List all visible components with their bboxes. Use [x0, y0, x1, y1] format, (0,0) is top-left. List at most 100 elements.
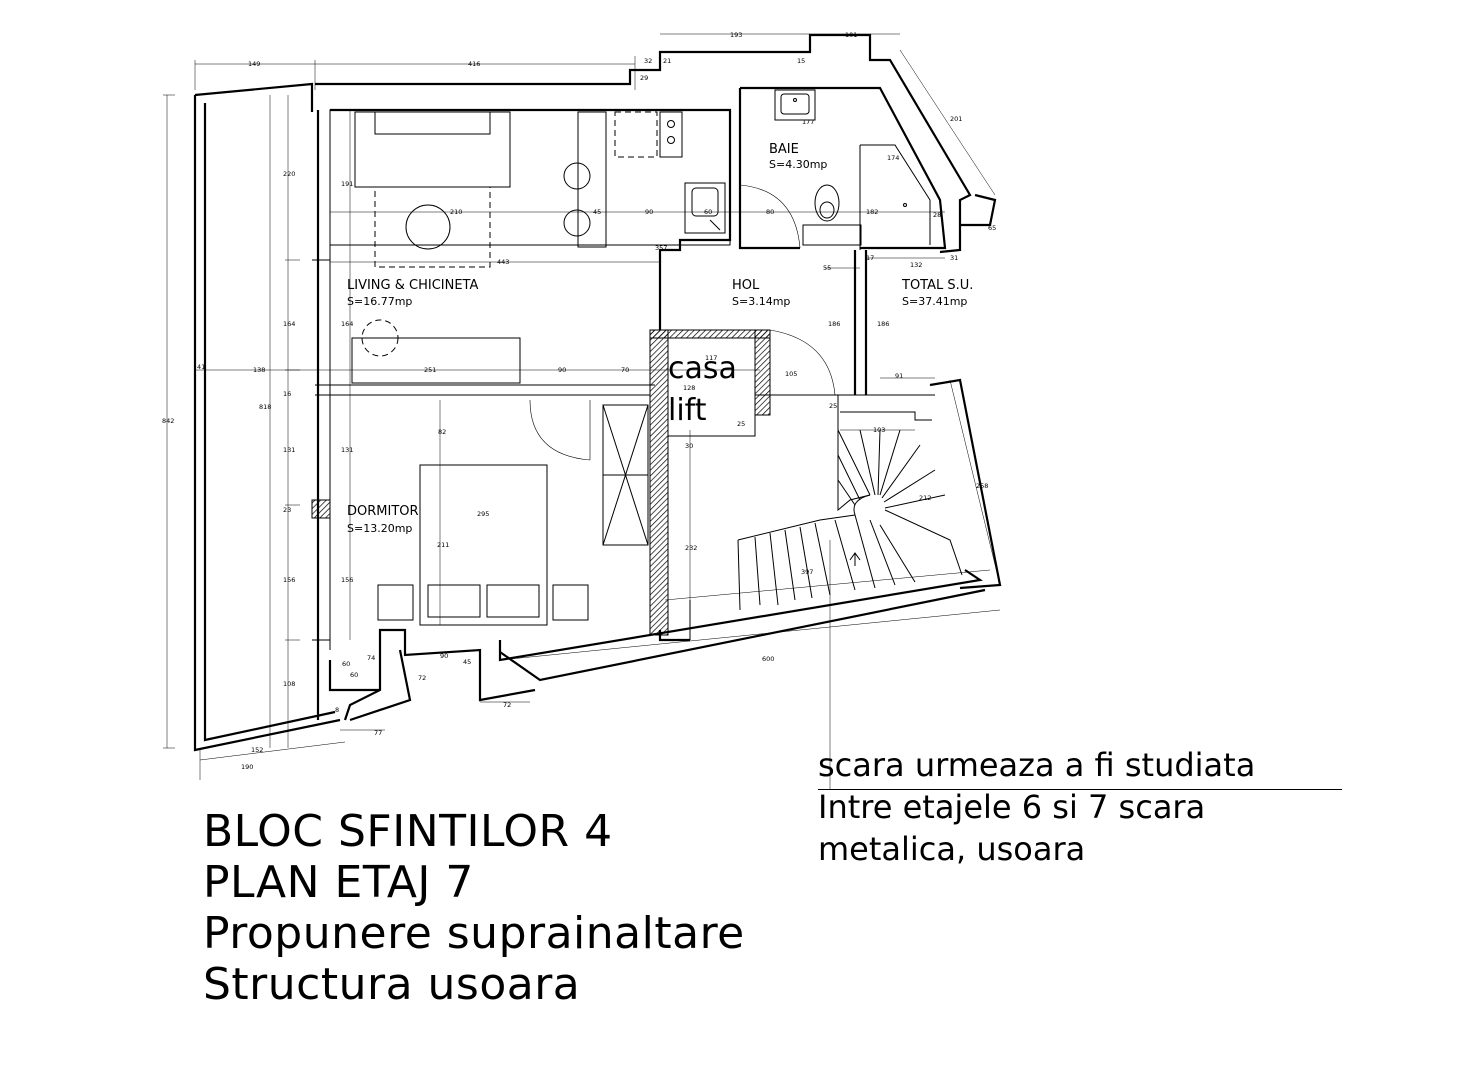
dim-25b: 25	[829, 402, 837, 410]
dim-90a: 90	[645, 208, 653, 216]
dim-77: 77	[374, 729, 382, 737]
dimension-lines	[163, 33, 1001, 790]
title-line-2: PLAN ETAJ 7	[203, 857, 474, 908]
dim-25a: 25	[737, 420, 745, 428]
dim-128: 128	[683, 384, 695, 392]
doors	[529, 184, 836, 461]
title-block: BLOC SFINTILOR 4 PLAN ETAJ 7 Propunere s…	[203, 806, 745, 1010]
dim-72b: 72	[503, 701, 511, 709]
dim-101: 101	[845, 31, 857, 39]
dim-91: 91	[895, 372, 903, 380]
note-line-1: scara urmeaza a fi studiata	[818, 746, 1256, 784]
dim-55: 55	[823, 264, 831, 272]
exterior-walls	[193, 33, 1002, 752]
dim-152: 152	[251, 746, 263, 754]
elevator-shaft	[311, 259, 771, 641]
dim-30: 30	[685, 442, 693, 450]
note-line-3: metalica, usoara	[818, 830, 1086, 868]
dim-182: 182	[866, 208, 878, 216]
dim-443: 443	[497, 258, 509, 266]
dim-15: 15	[797, 57, 805, 65]
dim-190: 190	[241, 763, 253, 771]
dim-818: 818	[259, 403, 271, 411]
dim-138: 138	[253, 366, 265, 374]
dim-174: 174	[887, 154, 899, 162]
dim-397: 397	[801, 568, 813, 576]
note-line-2: Intre etajele 6 si 7 scara	[818, 788, 1206, 826]
dim-72a: 72	[418, 674, 426, 682]
dim-186b: 186	[877, 320, 889, 328]
room-name-dormitor: DORMITOR	[347, 504, 419, 519]
dim-131b: 131	[341, 446, 353, 454]
stair-note: scara urmeaza a fi studiata Intre etajel…	[818, 744, 1255, 870]
room-labels: LIVING & CHICINETA S=16.77mp BAIE S=4.30…	[347, 142, 973, 535]
dim-295: 295	[477, 510, 489, 518]
dim-149: 149	[248, 60, 260, 68]
dim-80: 80	[766, 208, 774, 216]
dim-186a: 186	[828, 320, 840, 328]
dim-60a: 60	[704, 208, 712, 216]
dim-842: 842	[162, 417, 174, 425]
dim-32: 32	[644, 57, 652, 65]
title-line-1: BLOC SFINTILOR 4	[203, 806, 613, 857]
staircase	[737, 395, 963, 611]
dim-357: 357	[655, 244, 667, 252]
dim-164a: 164	[283, 320, 295, 328]
dim-211: 211	[437, 541, 449, 549]
dim-600: 600	[762, 655, 774, 663]
dim-65: 65	[988, 224, 996, 232]
dim-251: 251	[424, 366, 436, 374]
dim-191: 191	[341, 180, 353, 188]
dim-164b: 164	[341, 320, 353, 328]
room-name-hol: HOL	[732, 278, 760, 293]
dim-156b: 156	[341, 576, 353, 584]
dim-31: 31	[950, 254, 958, 262]
dim-132: 132	[910, 261, 922, 269]
dim-105: 105	[785, 370, 797, 378]
room-name-baie: BAIE	[769, 142, 799, 157]
dim-45b: 45	[463, 658, 471, 666]
dim-90b: 90	[558, 366, 566, 374]
dim-41: 41	[197, 363, 205, 371]
dim-90c: 90	[440, 652, 448, 660]
dim-70: 70	[621, 366, 629, 374]
dim-82: 82	[438, 428, 446, 436]
title-line-4: Structura usoara	[203, 959, 581, 1010]
dim-60c: 60	[350, 671, 358, 679]
title-line-3: Propunere suprainaltare	[203, 908, 745, 959]
dim-60b: 60	[342, 660, 350, 668]
room-area-living: S=16.77mp	[347, 295, 412, 308]
living-furniture	[351, 111, 726, 384]
dim-28: 28	[933, 211, 941, 219]
dim-103: 103	[873, 426, 885, 434]
interior-walls	[315, 86, 947, 720]
bedroom-furniture	[377, 404, 649, 626]
dim-21: 21	[663, 57, 671, 65]
dim-16: 16	[283, 390, 291, 398]
dim-108: 108	[283, 680, 295, 688]
room-name-total: TOTAL S.U.	[901, 278, 973, 293]
dim-45: 45	[593, 208, 601, 216]
room-area-dormitor: S=13.20mp	[347, 522, 412, 535]
dim-193: 193	[730, 31, 742, 39]
dim-29: 29	[640, 74, 648, 82]
lift-label-line1: casa	[668, 351, 737, 386]
dim-117: 117	[705, 354, 717, 362]
room-area-total: S=37.41mp	[902, 295, 967, 308]
room-name-living: LIVING & CHICINETA	[347, 278, 478, 293]
room-area-hol: S=3.14mp	[732, 295, 790, 308]
dim-74: 74	[367, 654, 375, 662]
dimension-values: 149 416 32 193 101 21 29 15 177 201 174 …	[162, 31, 996, 771]
dim-201: 201	[950, 115, 962, 123]
dim-23: 23	[283, 506, 291, 514]
lift-label-line2: lift	[668, 393, 707, 428]
note-underline	[818, 789, 1342, 790]
bath-furniture	[774, 89, 907, 246]
dim-220: 220	[283, 170, 295, 178]
dim-416: 416	[468, 60, 480, 68]
dim-156a: 156	[283, 576, 295, 584]
dim-8: 8	[335, 706, 339, 714]
room-area-baie: S=4.30mp	[769, 158, 827, 171]
dim-212: 212	[919, 494, 931, 502]
